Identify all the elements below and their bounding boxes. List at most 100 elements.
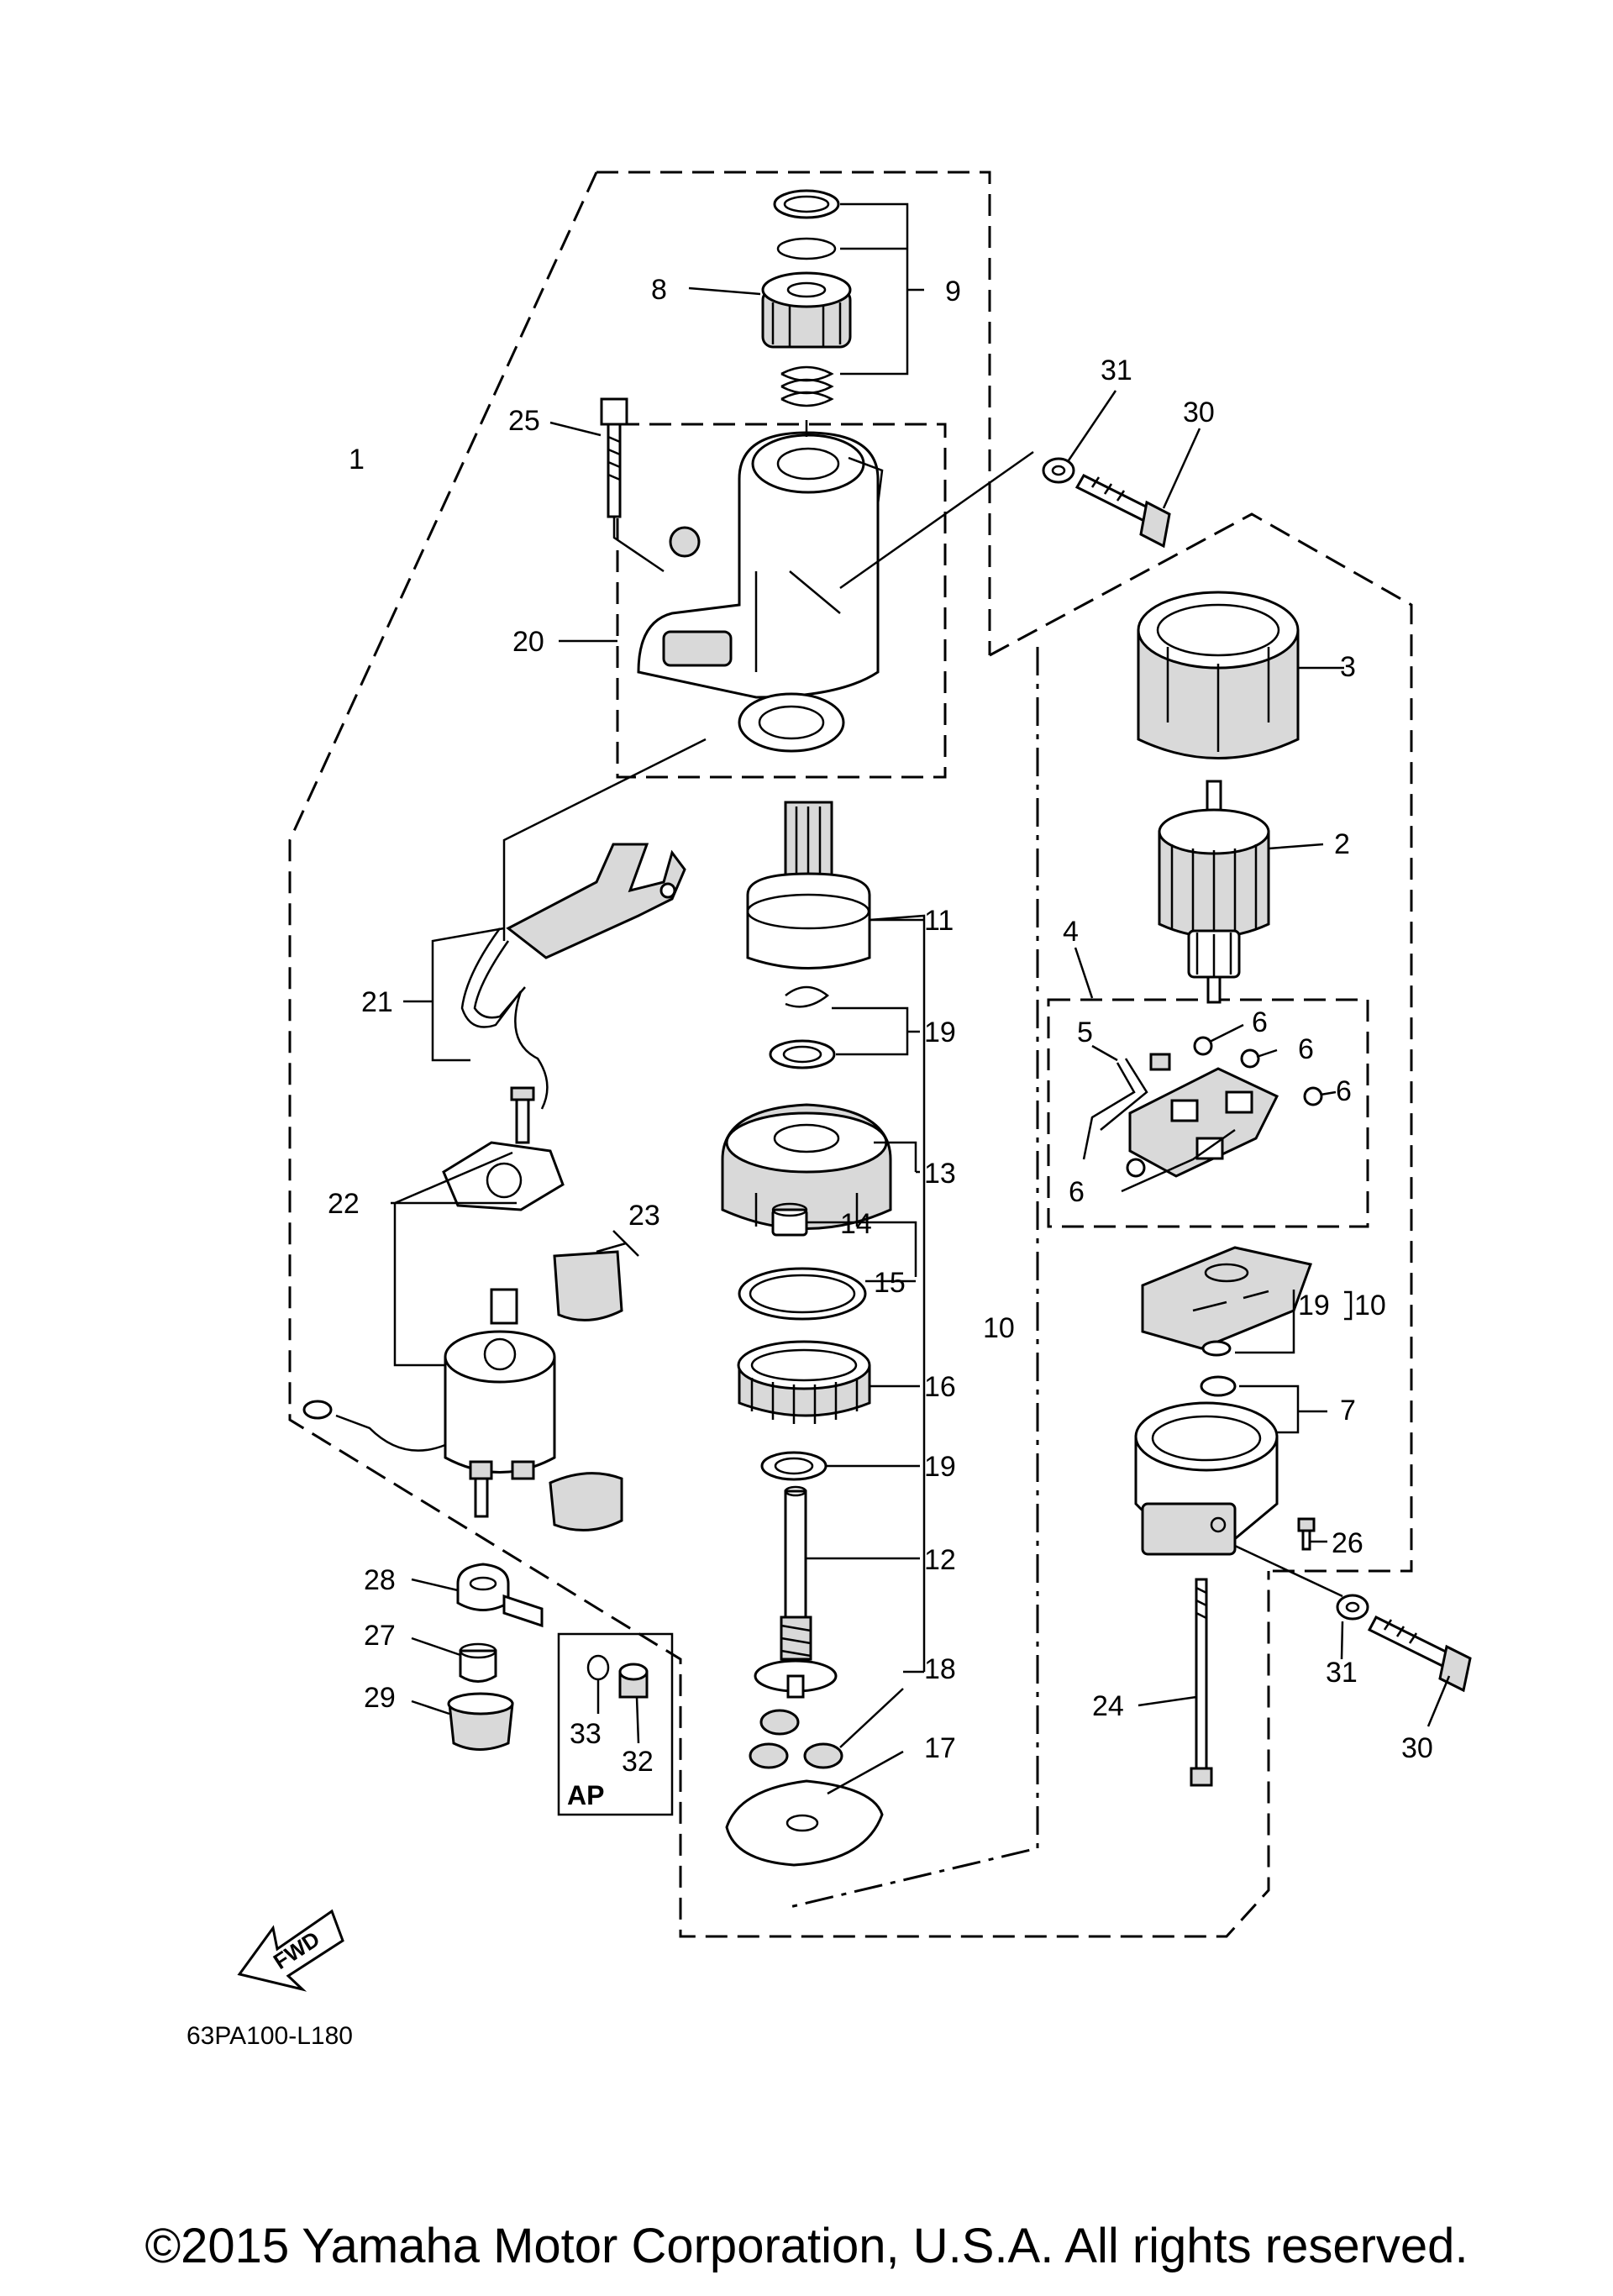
- callout-3: 3: [1340, 651, 1356, 683]
- callout-6b: 6: [1298, 1033, 1314, 1065]
- solenoid-lead-wire: [335, 1414, 446, 1452]
- boot-23: [549, 1250, 623, 1532]
- group-10-centerline: [789, 647, 1039, 1909]
- callout-19b: 19: [924, 1451, 956, 1483]
- gear-15: [738, 1267, 867, 1321]
- callout-13: 13: [924, 1158, 956, 1190]
- center-bracket-13: [721, 1103, 892, 1230]
- leader-32: [635, 1696, 640, 1744]
- leader-23: [596, 1230, 639, 1257]
- group-10-outline: [989, 512, 1413, 1573]
- leader-30-lower: [1426, 1675, 1451, 1727]
- callout-9: 9: [945, 276, 961, 307]
- callout-6c: 6: [1336, 1075, 1352, 1107]
- leader-8: [688, 286, 761, 296]
- callout-12: 12: [924, 1544, 956, 1576]
- stop-ring: [773, 189, 840, 219]
- leader-19-rear: [1235, 1290, 1295, 1354]
- washer-31-upper: [1042, 457, 1075, 484]
- copyright-notice: ©2015 Yamaha Motor Corporation, U.S.A. A…: [144, 2219, 1469, 2273]
- circlip-33: [586, 1654, 610, 1681]
- shift-lever-21: [460, 843, 686, 1110]
- screw-26: [1297, 1517, 1316, 1551]
- rear-cover-7: [1134, 1375, 1279, 1556]
- nut-28: [456, 1563, 544, 1628]
- leader-6: [1121, 1023, 1337, 1193]
- callout-32: 32: [622, 1746, 654, 1778]
- bearing: [738, 692, 845, 753]
- callout-17: 17: [924, 1732, 956, 1764]
- callout-7: 7: [1340, 1395, 1356, 1426]
- leader-5: [1091, 1044, 1118, 1062]
- clip-19-upper: [769, 985, 836, 1069]
- solenoid-22: [302, 1086, 565, 1518]
- leader-29: [411, 1700, 450, 1715]
- lever-spring: [460, 927, 549, 1110]
- leader-14: [806, 1221, 917, 1277]
- leader-18-group: [869, 914, 926, 1673]
- yoke: [1137, 591, 1300, 759]
- group-1-outline: [288, 171, 1270, 1938]
- leader-25: [549, 421, 665, 573]
- planet-gears-18: [749, 1709, 843, 1769]
- callout-21: 21: [361, 986, 393, 1018]
- leader-24: [1138, 1695, 1197, 1707]
- rear-plate-19: [1141, 1246, 1312, 1357]
- callout-8: 8: [651, 274, 667, 306]
- leader-30-upper: [1162, 428, 1201, 509]
- callout-5: 5: [1077, 1017, 1093, 1048]
- bushing-14: [771, 1202, 808, 1237]
- callout-24: 24: [1092, 1690, 1124, 1722]
- pinion-set: [761, 189, 852, 407]
- leader-28: [411, 1578, 459, 1592]
- plate-17: [725, 1779, 884, 1867]
- callout-31b: 31: [1326, 1657, 1358, 1689]
- washer-31-lower: [1336, 1594, 1369, 1621]
- callout-19-rear: 19: [1298, 1290, 1330, 1321]
- brush-lead-5: [1082, 1058, 1148, 1160]
- bracket-19-10: [1344, 1290, 1353, 1321]
- brush-holder-assembly: [1082, 1036, 1323, 1178]
- leader-31-upper: [1067, 390, 1117, 461]
- callout-29: 29: [364, 1682, 396, 1714]
- bolt-25: [600, 397, 628, 518]
- leader-18: [839, 1688, 904, 1748]
- callout-18: 18: [924, 1653, 956, 1685]
- leader-21: [403, 927, 505, 1062]
- callout-25: 25: [508, 405, 540, 437]
- callout-26: 26: [1332, 1527, 1363, 1559]
- housing-connector: [502, 420, 1034, 941]
- callout-19a: 19: [924, 1017, 956, 1048]
- callout-23: 23: [628, 1200, 660, 1232]
- circlip: [776, 237, 837, 260]
- nut-32: [618, 1663, 649, 1699]
- solenoid-plate: [442, 1141, 565, 1211]
- bolt-24: [1190, 1578, 1213, 1787]
- fwd-arrow-icon: FWD: [237, 1909, 344, 1992]
- leader-2: [1268, 843, 1324, 850]
- leader-7: [1239, 1384, 1327, 1434]
- bolt-boss: [669, 526, 701, 558]
- solenoid-screw: [515, 1095, 530, 1144]
- leader-31-lower: [1234, 1544, 1344, 1660]
- front-bracket-housing: [637, 431, 884, 753]
- callout-6d: 6: [1069, 1176, 1085, 1208]
- cap-29: [447, 1692, 514, 1751]
- callout-2: 2: [1334, 828, 1350, 860]
- leader-19-upper: [832, 1006, 920, 1056]
- callout-10a: 10: [983, 1312, 1015, 1344]
- leader-4: [1074, 947, 1094, 999]
- clutch-11: [746, 801, 871, 969]
- callout-4: 4: [1063, 916, 1079, 948]
- internal-gear-16: [737, 1340, 871, 1424]
- washer-19-middle: [760, 1451, 828, 1481]
- bolt-30-upper: [1042, 457, 1171, 549]
- callout-31a: 31: [1101, 355, 1132, 386]
- callout-28: 28: [364, 1564, 396, 1596]
- nut-27: [459, 1642, 497, 1683]
- callout-22: 22: [328, 1188, 360, 1220]
- group-20-outline: [616, 423, 947, 779]
- callout-16: 16: [924, 1371, 956, 1403]
- washer-19-rear: [1201, 1340, 1232, 1357]
